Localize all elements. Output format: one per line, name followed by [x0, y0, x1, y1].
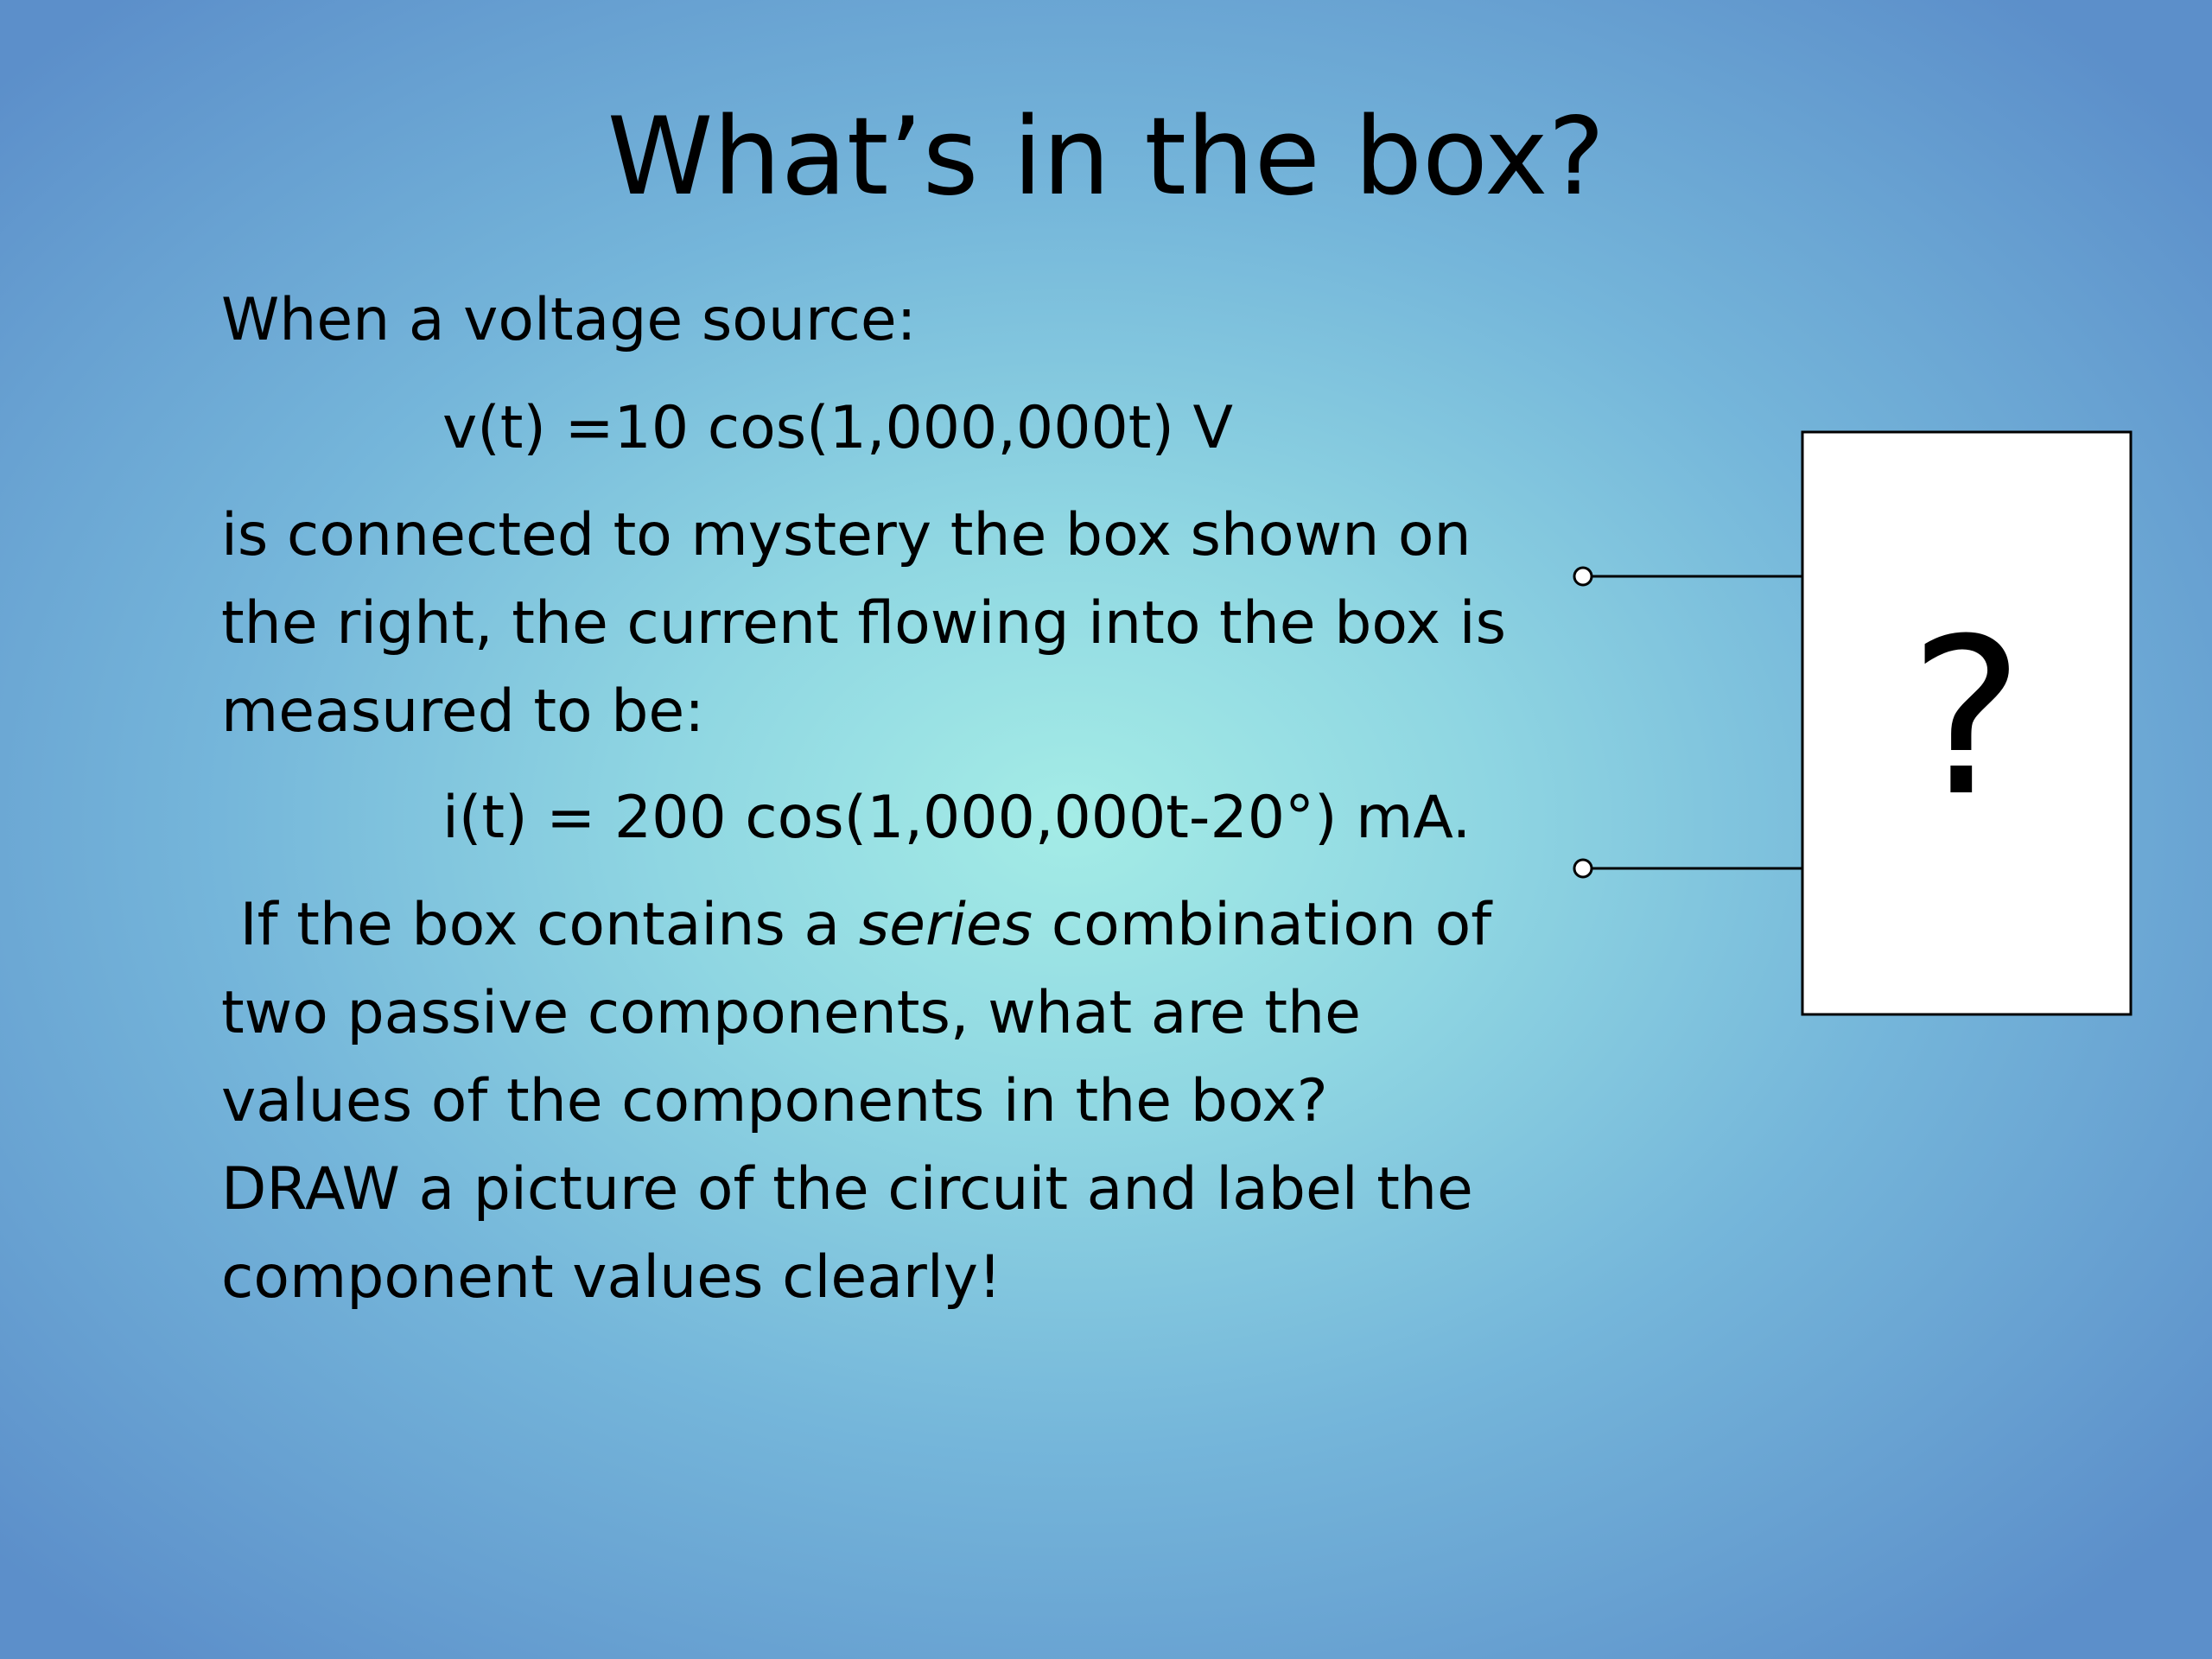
current-equation: i(t) = 200 cos(1,000,000t-20°) mA. [442, 784, 1471, 852]
box-question-mark: ? [1910, 592, 2024, 843]
question-line-1-end: combination of [1033, 891, 1492, 959]
mystery-box [1801, 430, 2133, 1016]
series-emphasis: series [858, 891, 1033, 959]
question-text-line-1: If the box contains a series combination… [221, 890, 1492, 961]
connected-text-line-1: is connected to mystery the box shown on [221, 501, 1471, 569]
question-text-line-2: two passive components, what are the [221, 979, 1361, 1047]
question-text-line-3: values of the components in the box? [221, 1067, 1328, 1135]
connected-text-line-2: the right, the current flowing into the … [221, 589, 1507, 658]
question-text-line-5: component values clearly! [221, 1243, 1002, 1312]
top-terminal-node [1573, 566, 1593, 587]
intro-text: When a voltage source: [221, 286, 917, 354]
bottom-terminal-node [1573, 858, 1593, 879]
slide-title: What’s in the box? [607, 95, 1605, 219]
question-line-1-start: If the box contains a [221, 891, 859, 959]
connected-text-line-3: measured to be: [221, 677, 705, 746]
question-text-line-4: DRAW a picture of the circuit and label … [221, 1155, 1473, 1224]
voltage-equation: v(t) =10 cos(1,000,000t) V [442, 394, 1234, 462]
